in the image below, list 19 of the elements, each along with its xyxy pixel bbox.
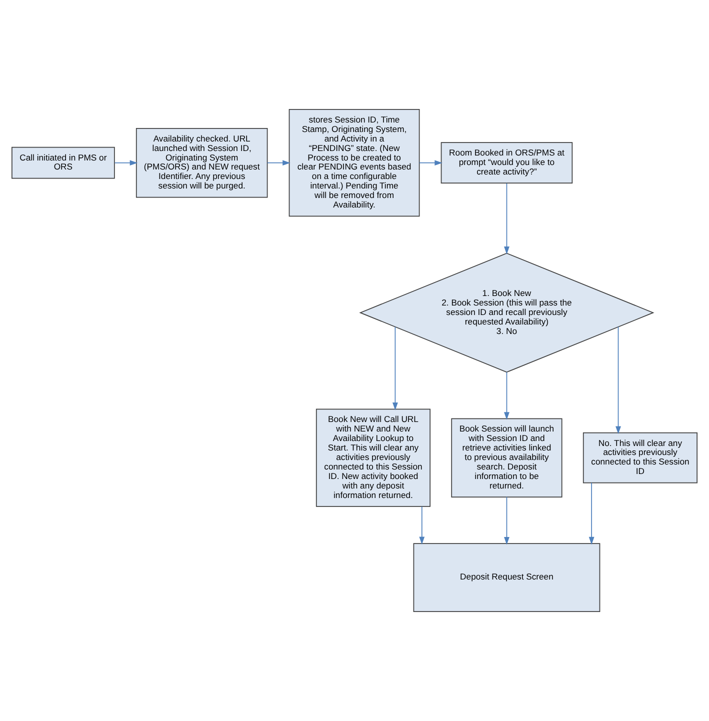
arrow [419, 506, 425, 544]
node-box: Book Session will launch with Session ID and retrieve activities linked to previous availability search. Deposit information to be returned. [451, 418, 562, 498]
arrow [114, 160, 138, 166]
arrow [392, 326, 398, 410]
arrow [504, 496, 510, 545]
arrow [504, 372, 510, 420]
arrow [588, 482, 594, 545]
arrow [616, 326, 621, 434]
node-box: Deposit Request Screen [413, 543, 600, 612]
node-diamond: 1. Book New 2. Book Session (this will pass the session ID and recall previously requested Availability) 3. No [359, 252, 654, 373]
node-box: Room Booked in ORS/PMS at prompt “would you like to create activity?” [440, 142, 573, 184]
arrow [266, 160, 290, 166]
arrow [504, 182, 510, 254]
node-box: No. This will clear any activities previously connected to this Session ID [582, 432, 698, 484]
arrow [418, 160, 442, 166]
node-box: Availability checked. URL launched with Session ID, Originating System (PMS/ORS) and NEW request Identifier. Any previous session will be purged. [136, 128, 268, 198]
node-box: Call initiated in PMS or ORS [12, 146, 115, 179]
node-box: Book New will Call URL with NEW and New Availability Lookup to Start. This will clear any activities previously connected to this Session ID. New activity booked with any deposit information returned. [316, 408, 430, 507]
node-box: stores Session ID, Time Stamp, Originating System, and Activity in a “PENDING” state. (New Process to be created to clear PENDING events based on a time configurable interval.) Pending Time will be removed from Availability. [288, 109, 420, 217]
